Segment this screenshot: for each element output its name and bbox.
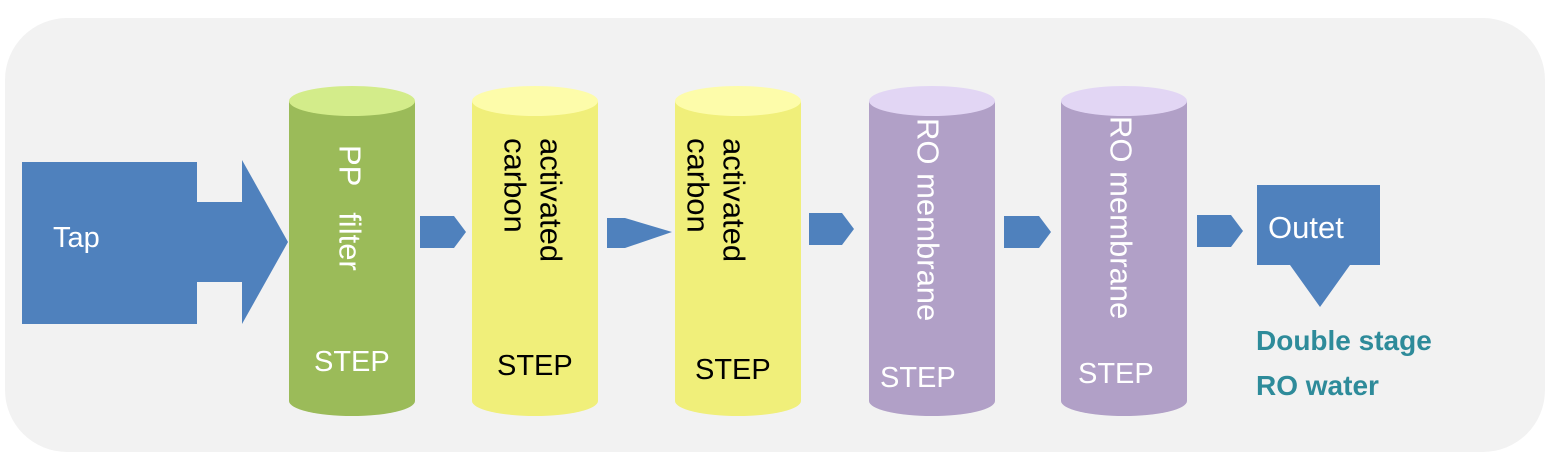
outlet-label: Outet (1268, 210, 1344, 245)
output-line-2: RO water (1256, 370, 1379, 401)
stage-4-name: RO membrane (910, 118, 946, 322)
connector-arrow-4 (1004, 216, 1051, 248)
tap-inlet-arrow (22, 160, 288, 324)
connector-arrow-2 (607, 218, 672, 248)
cylinder-ro-membrane-2 (1061, 86, 1187, 416)
outlet-arrow (1257, 185, 1380, 307)
stage-2-name: activated carbon (497, 138, 569, 263)
connector-arrow-5 (1197, 215, 1243, 247)
stage-5-name: RO membrane (1103, 116, 1139, 320)
connector-arrow-1 (420, 216, 466, 248)
stage-4-step: STEP (880, 362, 956, 394)
stage-1-name: PP filter (332, 145, 368, 271)
stage-2-step: STEP (497, 350, 573, 382)
cylinder-activated-carbon-1 (472, 86, 598, 416)
cylinder-activated-carbon-2 (675, 86, 801, 416)
output-line-1: Double stage (1256, 325, 1432, 356)
stage-3-step: STEP (695, 354, 771, 386)
cylinder-pp-filter (289, 86, 415, 416)
stage-1-step: STEP (314, 346, 390, 378)
cylinder-ro-membrane-1 (869, 86, 995, 416)
connector-arrow-3 (809, 213, 854, 245)
tap-label: Tap (53, 222, 100, 254)
stage-5-step: STEP (1078, 358, 1154, 390)
stage-3-name: activated carbon (680, 138, 752, 263)
